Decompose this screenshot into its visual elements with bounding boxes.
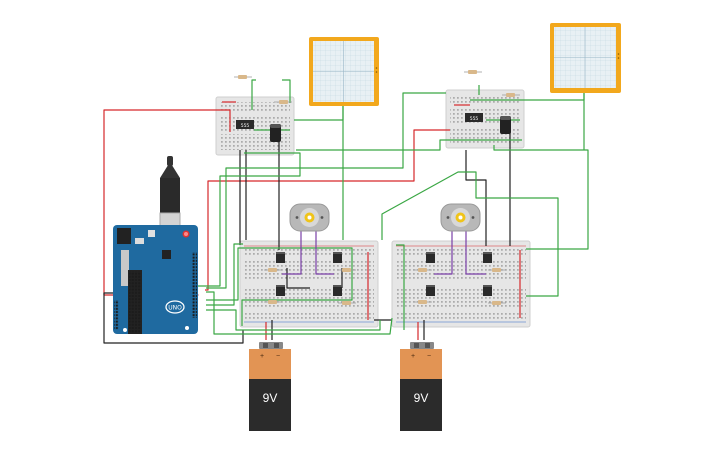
resistor-icon [274, 100, 292, 104]
oscilloscope-right[interactable] [550, 23, 621, 93]
resistor-icon [488, 268, 506, 272]
capacitor-icon [270, 124, 281, 142]
transistor-icon [276, 285, 285, 296]
breadboard-small-left [215, 96, 295, 156]
resistor-icon [264, 300, 282, 304]
transistor-icon [276, 252, 285, 263]
wire-green-signal-1 [198, 152, 301, 287]
resistor-icon [414, 268, 432, 272]
breadboard-large-right [391, 240, 531, 328]
battery-left-minus: − [276, 353, 280, 360]
arduino-uno-board[interactable]: UNO [113, 156, 198, 334]
battery-right-label: 9V [414, 391, 429, 405]
resistor-icon [464, 70, 482, 74]
resistor-icon [264, 268, 282, 272]
resistor-icon [338, 268, 356, 272]
dc-motor-icon[interactable] [289, 203, 330, 232]
wires [103, 79, 589, 344]
transistor-icon [333, 252, 342, 263]
resistor-icon [488, 301, 506, 305]
chip-right-label: 555 [470, 116, 479, 122]
timer-chip-right: 555 [465, 113, 483, 122]
battery-right-minus: − [427, 353, 431, 360]
battery-left-label: 9V [263, 391, 278, 405]
breadboard-large-left [239, 240, 379, 328]
dc-motor-icon[interactable] [440, 203, 481, 232]
transistor-icon [426, 285, 435, 296]
battery-left-plus: + [260, 353, 264, 360]
resistor-icon [502, 93, 520, 97]
resistor-icon [338, 301, 356, 305]
arduino-logo: UNO [168, 305, 182, 312]
battery-9v-right[interactable]: + − 9V [400, 342, 442, 431]
resistor-icon [414, 300, 432, 304]
battery-right-plus: + [411, 353, 415, 360]
wire-red-right [205, 129, 450, 291]
resistor-icon [234, 75, 252, 79]
capacitor-icon [500, 116, 511, 134]
transistor-icon [483, 285, 492, 296]
battery-9v-left[interactable]: + − 9V [249, 342, 291, 431]
timer-chip-left: 555 [236, 120, 254, 129]
breadboard-small-right [445, 89, 525, 149]
chip-left-label: 555 [241, 123, 250, 129]
transistor-icon [426, 252, 435, 263]
transistor-icon [483, 252, 492, 263]
oscilloscope-left[interactable] [309, 37, 379, 106]
transistor-icon [333, 285, 342, 296]
